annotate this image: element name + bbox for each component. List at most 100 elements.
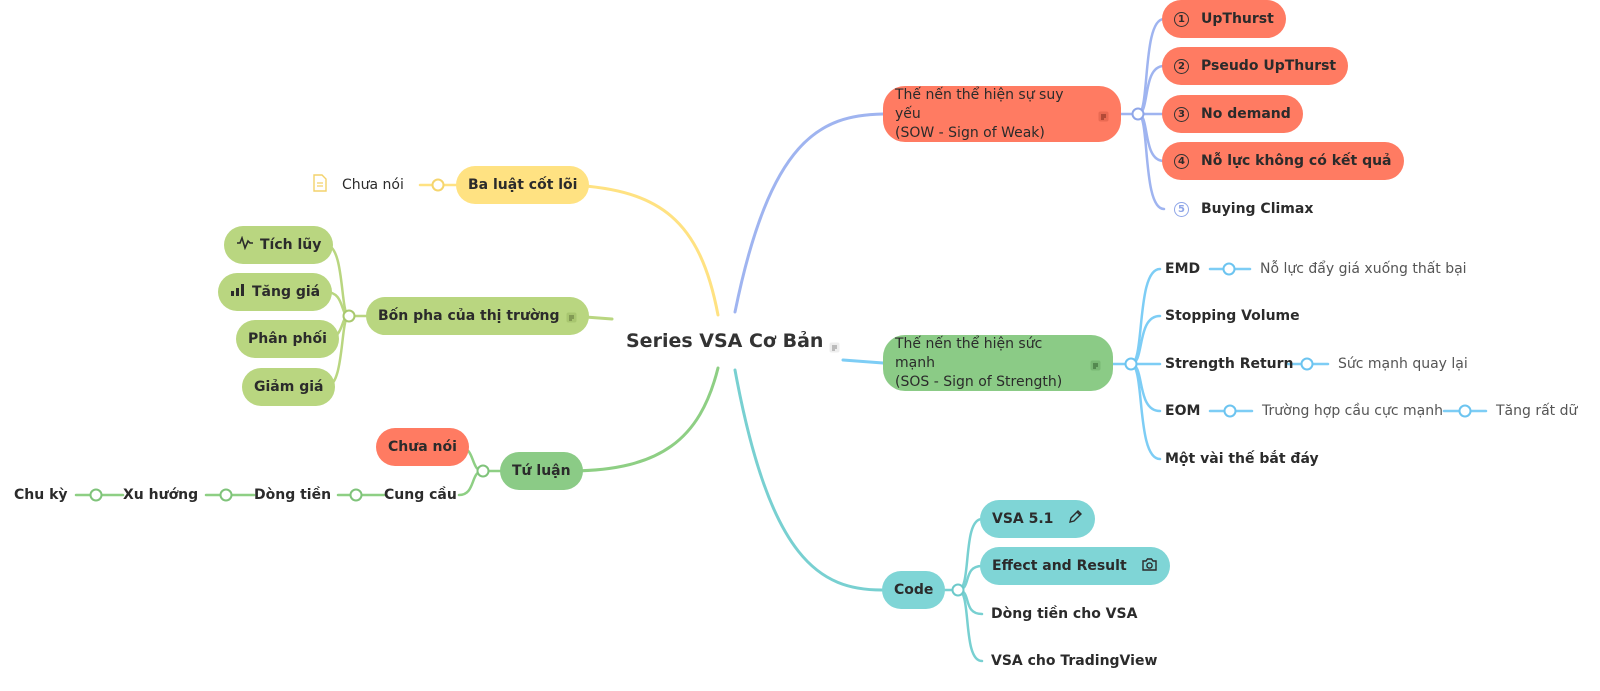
sos-item-label: EOM bbox=[1165, 403, 1201, 419]
tu-luan-chua-noi[interactable]: Chưa nói bbox=[376, 428, 469, 466]
branch-sos bbox=[841, 358, 885, 365]
sow-item-label: UpThurst bbox=[1201, 11, 1274, 27]
topic-sos-line2: (SOS - Sign of Strength) bbox=[895, 373, 1063, 390]
code-item-label: Effect and Result bbox=[992, 558, 1127, 574]
root-topic-label: Series VSA Cơ Bản bbox=[626, 330, 824, 352]
tu-luan-chua-noi-label: Chưa nói bbox=[388, 439, 457, 455]
chain-chu-ky[interactable]: Chu kỳ bbox=[14, 485, 68, 505]
collapse-handle[interactable] bbox=[476, 464, 490, 478]
topic-tu-luan[interactable]: Tứ luận bbox=[500, 452, 583, 490]
collapse-handle[interactable] bbox=[1124, 357, 1138, 371]
code-item-tradingview[interactable]: VSA cho TradingView bbox=[991, 651, 1157, 671]
sos-item-emd[interactable]: EMD bbox=[1165, 259, 1200, 279]
collapse-handle[interactable] bbox=[342, 309, 356, 323]
number-badge: 1 bbox=[1174, 11, 1189, 27]
ba-luat-child[interactable]: Chưa nói bbox=[312, 174, 404, 196]
connector bbox=[956, 588, 984, 663]
sow-item-5[interactable]: 5 Buying Climax bbox=[1174, 199, 1313, 219]
code-item-label: Dòng tiền cho VSA bbox=[991, 606, 1138, 622]
phase-label: Tăng giá bbox=[252, 284, 321, 300]
phase-tang-gia[interactable]: Tăng giá bbox=[218, 273, 333, 311]
connector bbox=[956, 517, 984, 592]
collapse-handle[interactable] bbox=[1300, 357, 1314, 371]
code-item-dong-tien[interactable]: Dòng tiền cho VSA bbox=[991, 604, 1137, 624]
collapse-handle[interactable] bbox=[89, 488, 103, 502]
collapse-handle[interactable] bbox=[1222, 262, 1236, 276]
topic-sow[interactable]: Thế nến thể hiện sự suy yếu (SOW - Sign … bbox=[883, 86, 1121, 142]
sow-item-label: Pseudo UpThurst bbox=[1201, 58, 1337, 74]
phase-label: Giảm giá bbox=[254, 379, 324, 395]
topic-ba-luat[interactable]: Ba luật cốt lõi bbox=[456, 166, 590, 204]
topic-code-label: Code bbox=[894, 582, 934, 598]
chain-xu-huong[interactable]: Xu hướng bbox=[123, 485, 198, 505]
collapse-handle[interactable] bbox=[1131, 107, 1145, 121]
sos-strength-sub[interactable]: Sức mạnh quay lại bbox=[1338, 354, 1468, 374]
collapse-handle[interactable] bbox=[431, 178, 445, 192]
topic-sos-line1: Thế nến thể hiện sức mạnh bbox=[895, 335, 1043, 371]
sos-eom-sub[interactable]: Trường hợp cầu cực mạnh bbox=[1262, 401, 1443, 421]
topic-sow-line1: Thế nến thể hiện sự suy yếu bbox=[895, 86, 1064, 122]
code-item-effect[interactable]: Effect and Result bbox=[980, 547, 1170, 585]
note-icon[interactable] bbox=[566, 311, 577, 322]
sow-item-1[interactable]: 1 UpThurst bbox=[1162, 0, 1286, 38]
collapse-handle[interactable] bbox=[1458, 404, 1472, 418]
pencil-icon[interactable] bbox=[1067, 509, 1083, 529]
bar-chart-icon bbox=[230, 283, 246, 301]
phase-label: Phân phối bbox=[248, 331, 327, 347]
sow-item-3[interactable]: 3 No demand bbox=[1162, 95, 1303, 133]
camera-icon[interactable] bbox=[1141, 557, 1158, 576]
number-badge: 5 bbox=[1174, 201, 1189, 217]
collapse-handle[interactable] bbox=[951, 583, 965, 597]
collapse-handle[interactable] bbox=[1223, 404, 1237, 418]
sos-item-label: Stopping Volume bbox=[1165, 308, 1300, 324]
branch-tu-luan bbox=[570, 366, 720, 473]
sos-sub-label: Tăng rất dữ bbox=[1496, 403, 1578, 419]
sos-sub-label: Trường hợp cầu cực mạnh bbox=[1262, 403, 1443, 419]
topic-sos[interactable]: Thế nến thể hiện sức mạnh (SOS - Sign of… bbox=[883, 335, 1113, 391]
sos-item-stopping[interactable]: Stopping Volume bbox=[1165, 306, 1300, 326]
phase-giam-gia[interactable]: Giảm giá bbox=[242, 368, 336, 406]
topic-bon-pha[interactable]: Bốn pha của thị trường bbox=[366, 297, 589, 335]
code-item-vsa51[interactable]: VSA 5.1 bbox=[980, 500, 1096, 538]
collapse-handle[interactable] bbox=[219, 488, 233, 502]
topic-sow-text: Thế nến thể hiện sự suy yếu (SOW - Sign … bbox=[895, 86, 1092, 143]
sow-item-label: Buying Climax bbox=[1201, 201, 1314, 217]
sos-item-label: EMD bbox=[1165, 261, 1201, 277]
phase-label: Tích lũy bbox=[260, 237, 322, 253]
note-icon[interactable] bbox=[829, 336, 840, 352]
topic-bon-pha-label: Bốn pha của thị trường bbox=[378, 308, 560, 324]
chain-dong-tien[interactable]: Dòng tiền bbox=[254, 485, 331, 505]
note-icon[interactable] bbox=[1090, 358, 1101, 370]
phase-phan-phoi[interactable]: Phân phối bbox=[236, 320, 339, 358]
phase-tich-luy[interactable]: Tích lũy bbox=[224, 226, 334, 264]
sos-emd-sub[interactable]: Nỗ lực đẩy giá xuống thất bại bbox=[1260, 259, 1467, 279]
sos-eom-sub2[interactable]: Tăng rất dữ bbox=[1496, 401, 1577, 421]
chain-label: Xu hướng bbox=[123, 487, 199, 503]
sos-sub-label: Nỗ lực đẩy giá xuống thất bại bbox=[1260, 261, 1467, 277]
sos-item-bat-day[interactable]: Một vài thế bắt đáy bbox=[1165, 449, 1319, 469]
topic-tu-luan-label: Tứ luận bbox=[512, 463, 571, 479]
sos-item-label: Strength Return bbox=[1165, 356, 1294, 372]
root-topic[interactable]: Series VSA Cơ Bản bbox=[626, 328, 840, 354]
topic-code[interactable]: Code bbox=[882, 571, 946, 609]
topic-sos-text: Thế nến thể hiện sức mạnh (SOS - Sign of… bbox=[895, 335, 1084, 392]
note-icon[interactable] bbox=[1098, 109, 1109, 121]
code-item-label: VSA cho TradingView bbox=[991, 653, 1158, 669]
chain-label: Dòng tiền bbox=[254, 487, 332, 503]
ba-luat-child-label: Chưa nói bbox=[342, 177, 404, 193]
collapse-handle[interactable] bbox=[349, 488, 363, 502]
sos-item-eom[interactable]: EOM bbox=[1165, 401, 1200, 421]
sow-item-label: Nỗ lực không có kết quả bbox=[1201, 153, 1392, 169]
chain-label: Chu kỳ bbox=[14, 487, 68, 503]
sos-sub-label: Sức mạnh quay lại bbox=[1338, 356, 1468, 372]
sow-item-2[interactable]: 2 Pseudo UpThurst bbox=[1162, 47, 1349, 85]
branch-ba-luat bbox=[570, 183, 720, 317]
topic-sow-line2: (SOW - Sign of Weak) bbox=[895, 124, 1045, 141]
sos-item-strength[interactable]: Strength Return bbox=[1165, 354, 1294, 374]
sow-item-4[interactable]: 4 Nỗ lực không có kết quả bbox=[1162, 142, 1404, 180]
chain-cung-cau[interactable]: Cung cầu bbox=[384, 485, 457, 505]
document-icon bbox=[312, 174, 328, 196]
activity-icon bbox=[236, 235, 254, 254]
